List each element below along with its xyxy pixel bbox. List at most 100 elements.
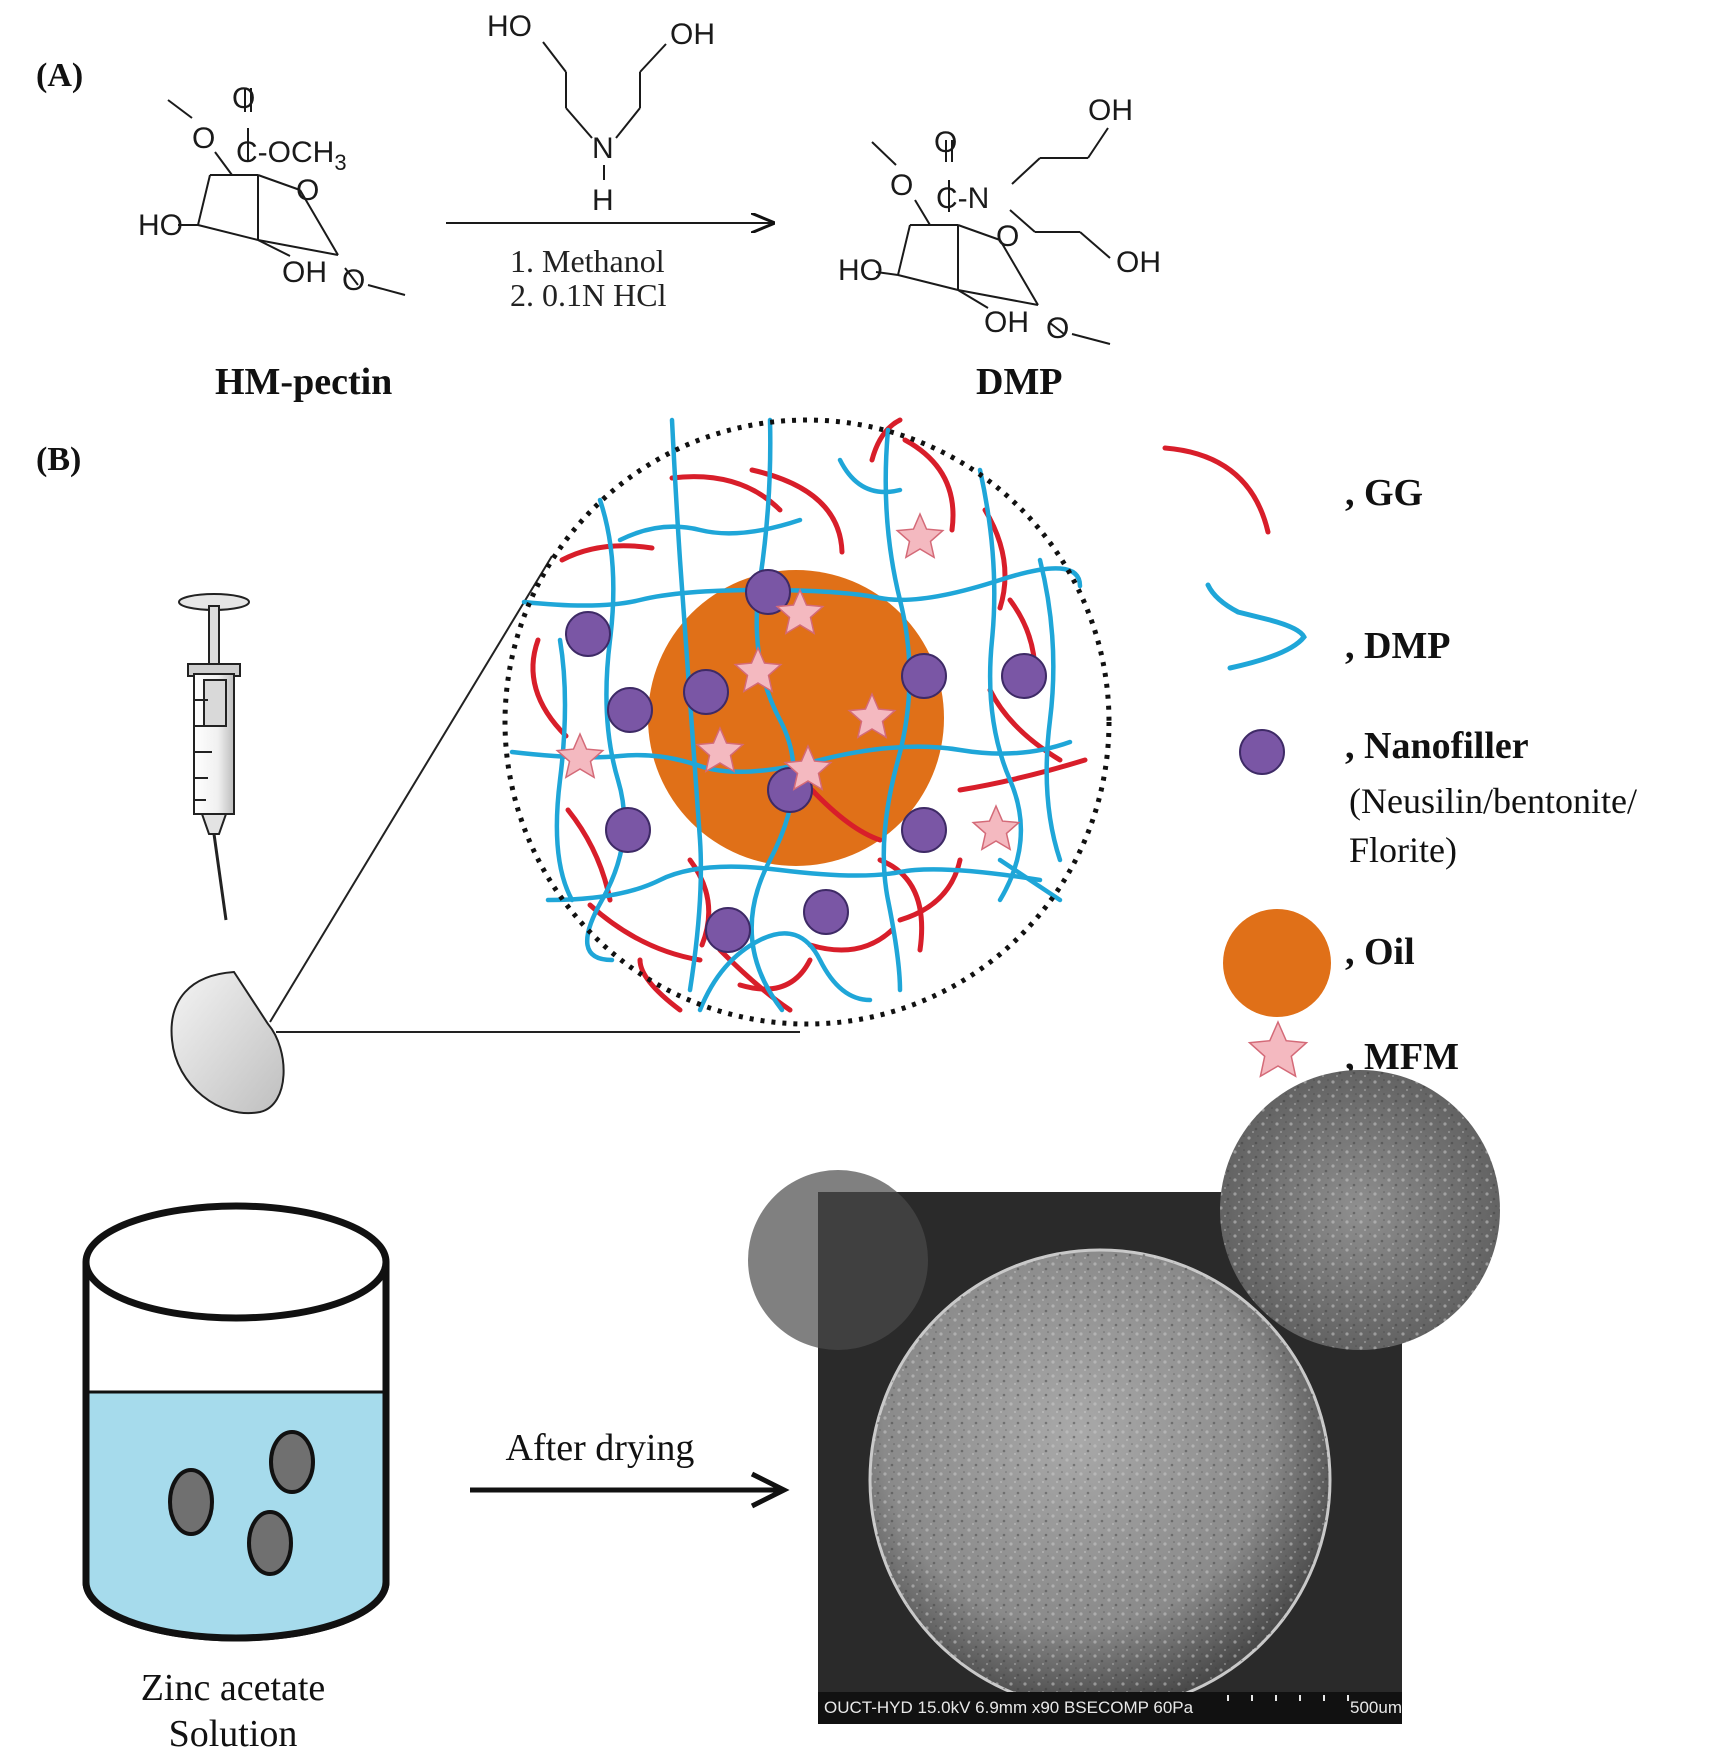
gg-chain [669,474,783,513]
atom-label: O [1046,312,1069,345]
sem-image: OUCT-HYD 15.0kV 6.9mm x90 BSECOMP 60Pa 5… [748,1070,1500,1724]
atom-label: O [342,264,365,297]
dmp-structure [871,127,1111,345]
sem-scale-ticks [1227,1695,1349,1701]
gg-chain [987,687,1063,763]
syringe-icon [178,593,250,921]
beaker-icon [82,1202,390,1642]
bead-particle [247,1510,293,1576]
atom-label: OH [1088,94,1133,127]
mfm-star [847,692,897,739]
oil-core [648,570,944,866]
nanofiller-particle [803,889,849,935]
process-arrow-head [750,1471,790,1509]
gg-chain [809,787,883,843]
dmp-chain [617,517,803,543]
atom-label: C-OCH [236,136,334,169]
panel-b-label: (B) [36,441,81,478]
gg-chain [737,957,813,992]
legend-nanofiller-sub: Florite) [1349,830,1457,870]
hm-pectin-atoms: O O C-OCH3 O HO OH O [138,82,365,297]
diethanolamine-structure [542,41,667,180]
beaker-label: Solution [169,1713,298,1748]
diethanolamine-atoms: HO OH N H [487,10,715,217]
atom-label: N [592,132,614,165]
atom-label: OH [670,18,715,51]
atom-label: O [996,220,1019,253]
dmp-chain [521,566,1083,608]
hm-pectin-structure [167,88,406,296]
dmp-chain [585,497,627,963]
legend-dmp-swatch [1205,582,1307,671]
legend-nanofiller-label: , Nanofiller [1345,725,1529,767]
beaker-rim [82,1202,390,1322]
atom-label: C-N [936,182,989,215]
atom-label: O [192,122,215,155]
sem-scale-label: 500um [1350,1698,1402,1717]
dmp-chain [881,427,912,993]
mfm-star [895,512,945,559]
reaction-condition: 2. 0.1N HCl [510,277,667,313]
bead-particle [168,1468,214,1536]
nanofiller-particle [565,611,611,657]
mfm-star [783,744,833,791]
panel-a-label: (A) [36,57,83,94]
dmp-chain [545,864,1043,903]
gg-chain [957,757,1088,793]
nanofiller-particle [683,669,729,715]
gg-chain [877,857,925,953]
legend-gg-swatch [1162,445,1271,535]
bead-network [509,417,1088,1013]
reaction-condition: 1. Methanol [510,243,665,279]
dmp-atoms: O O C-N O HO OH O OH OH [838,94,1161,345]
legend-nanofiller-sub: (Neusilin/bentonite/ [1349,781,1637,821]
dmp-chain [997,857,1063,903]
gg-chain [587,902,703,963]
nanofiller-particle [607,687,653,733]
legend-oil-label: , Oil [1345,931,1415,973]
gg-chain [559,543,655,563]
nanofiller-particle [745,569,791,615]
magnify-line [269,555,553,1023]
legend-gg-label: , GG [1345,472,1423,514]
legend-nanofiller-swatch [1239,729,1285,775]
droplet-icon [170,970,285,1115]
legend-oil-swatch [1223,909,1331,1017]
atom-label: O [296,174,319,207]
atom-label: O [934,126,957,159]
nanofiller-particle [1001,653,1047,699]
atom-label: O [890,169,913,202]
atom-label: OH [1116,246,1161,279]
atom-subscript: 3 [334,150,346,175]
atom-label: H [592,184,614,217]
mfm-star [733,646,783,693]
dmp-chain [749,417,797,1013]
legend: , GG , DMP , Nanofiller (Neusilin/benton… [1162,445,1637,1078]
atom-label: C-OCH3 [236,136,347,175]
nanofiller-particle [605,807,651,853]
atom-label: HO [838,254,883,287]
dmp-chain [697,931,873,1013]
dmp-chain [1037,557,1063,863]
mfm-star [775,588,825,635]
atom-label: OH [984,306,1029,339]
gg-chain [530,637,569,739]
legend-dmp-label: , DMP [1345,625,1451,667]
product-name: DMP [976,361,1063,403]
gg-chain [717,947,793,1013]
gg-chain [637,957,683,1013]
atom-label: O [232,82,255,115]
gg-chain [869,417,903,463]
atom-label: OH [282,256,327,289]
bead-magnified [502,417,1112,1027]
dmp-chain [837,457,903,495]
sem-info-bar: OUCT-HYD 15.0kV 6.9mm x90 BSECOMP 60Pa [824,1698,1194,1717]
gg-chain [807,927,895,953]
gg-chain [902,437,956,533]
bead-boundary [502,417,1112,1027]
bead-particle [269,1430,315,1494]
process-arrow-label: After drying [506,1427,695,1469]
nanofiller-particle [705,907,751,953]
zinc-solution [86,1392,386,1638]
